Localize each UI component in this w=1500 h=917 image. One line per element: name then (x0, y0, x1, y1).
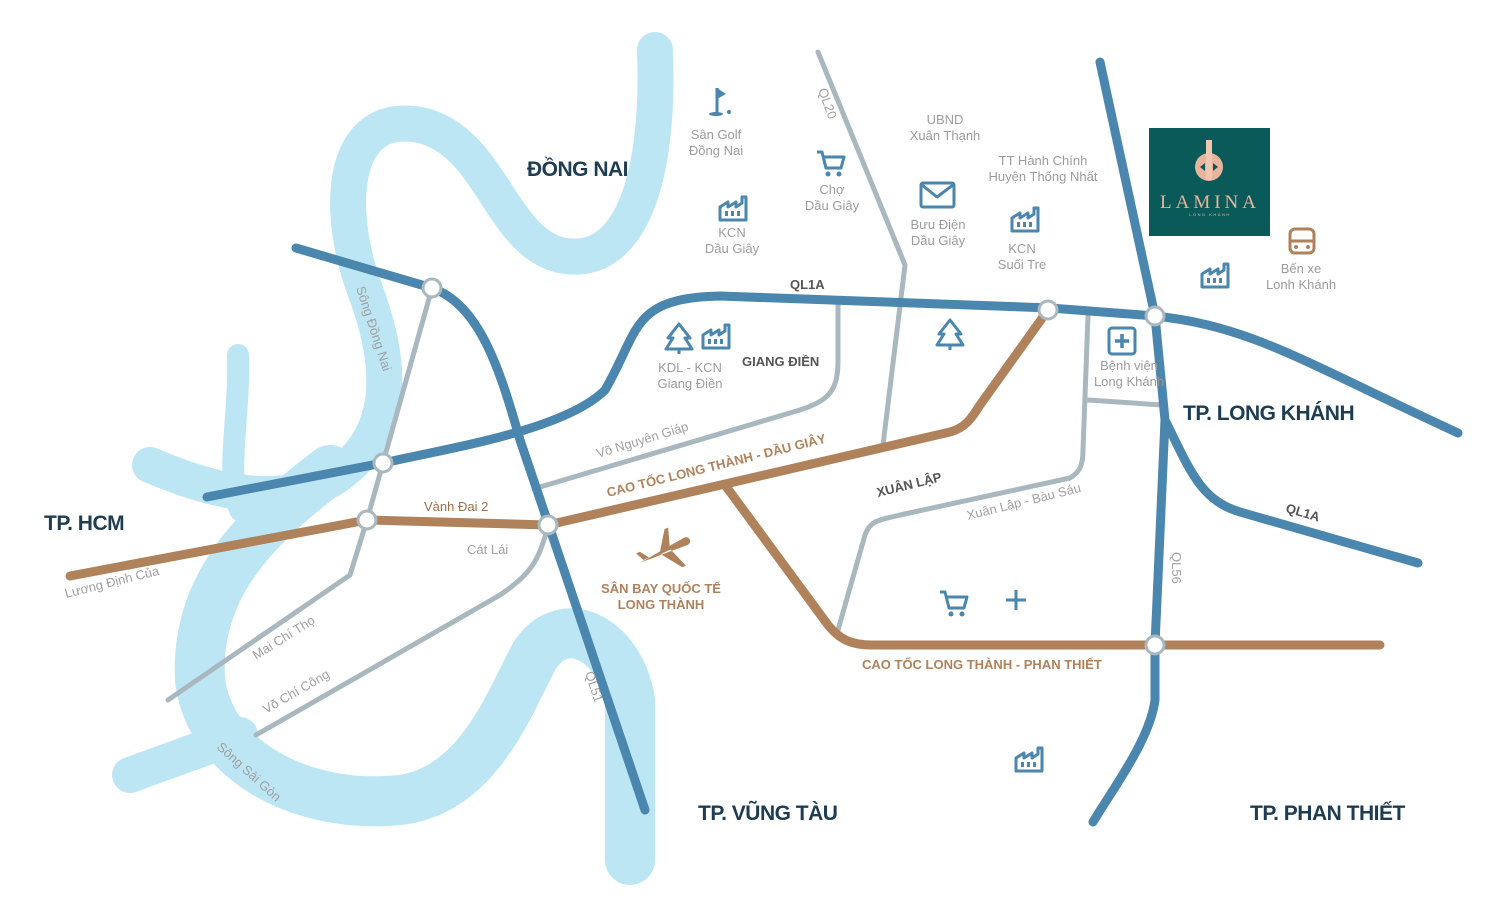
lamina-logo: LAMINA LONG KHÁNH (1149, 128, 1270, 236)
highway-ql1a-east (1160, 415, 1423, 568)
road-mai-chi-tho (165, 285, 435, 703)
factory-icon (1010, 206, 1040, 233)
logo-name: LAMINA (1160, 192, 1260, 213)
poi-san-bay: SÂN BAY QUỐC TẾ (601, 581, 721, 596)
trees-icon (664, 322, 694, 354)
trees-icon (935, 318, 965, 350)
poi-ubnd: UBND (927, 112, 964, 127)
region-giang-dien: GIANG ĐIỀN (742, 354, 819, 369)
bus-icon (1288, 227, 1316, 255)
highway-ql51 (291, 243, 650, 815)
poi-buu-dien: Dầu Giây (911, 233, 966, 248)
interchange (1144, 634, 1166, 656)
poi-kcn-suoi-tre: Suối Tre (998, 257, 1046, 272)
poi-tt-hanh-chinh: TT Hành Chính (999, 153, 1088, 168)
poi-benh-vien: Long Khánh (1094, 374, 1164, 389)
poi-kcn-dau-giay: KCN (718, 225, 745, 240)
interchanges (356, 277, 1166, 656)
label-cat-lai: Cát Lái (467, 542, 508, 557)
logo-subtitle: LONG KHÁNH (1189, 212, 1230, 217)
cart-icon (940, 590, 969, 617)
region-vung-tau: TP. VŨNG TÀU (698, 801, 837, 825)
interchange (537, 514, 559, 536)
label-ql56: QL56 (1169, 552, 1184, 584)
label-ql1a: QL1A (790, 277, 825, 292)
poi-golf: Sân Golf (691, 127, 742, 142)
label-cao-toc-lt-pt: CAO TỐC LONG THÀNH - PHAN THIẾT (862, 657, 1102, 672)
poi-ubnd: Xuân Thạnh (910, 128, 981, 143)
label-xuan-lap: XUÂN LẬP (875, 469, 943, 500)
interchange (372, 452, 394, 474)
poi-kdl-kcn: KDL - KCN (658, 360, 722, 375)
interchange (356, 509, 378, 531)
label-vo-chi-cong: Võ Chí Công (260, 666, 332, 716)
medical-plus-icon (1006, 590, 1026, 610)
mail-icon (919, 181, 956, 209)
factory-icon (701, 323, 731, 350)
factory-icon (1200, 262, 1230, 289)
local-roads (165, 49, 1165, 738)
road-vo-nguyen-giap (537, 300, 841, 490)
rivers (112, 32, 674, 885)
highway-ql1a (202, 291, 1463, 502)
golf-icon (709, 88, 731, 116)
hospital-icon (1107, 326, 1137, 356)
poi-golf: Đồng Nai (689, 143, 743, 158)
expressway-long-thanh-phan-thiet (720, 480, 1385, 650)
poi-tt-hanh-chinh: Huyện Thống Nhất (989, 169, 1098, 184)
airplane-icon (636, 527, 691, 568)
poi-cho: Dầu Giây (805, 198, 860, 213)
region-long-khanh: TP. LONG KHÁNH (1183, 402, 1354, 425)
road-connector (1085, 397, 1165, 408)
road-ql20 (815, 49, 908, 448)
river-sai-gon (174, 445, 655, 885)
region-dong-nai: ĐỒNG NAI (527, 157, 628, 181)
interchange (421, 277, 443, 299)
highways (202, 57, 1463, 827)
factory-icon (1014, 746, 1044, 773)
expressways (65, 305, 1385, 650)
poi-cho: Chợ (819, 182, 845, 197)
poi-ben-xe: Bến xe (1281, 261, 1321, 276)
interchange (1144, 305, 1166, 327)
label-ql1a-east: QL1A (1284, 500, 1322, 524)
poi-kcn-suoi-tre: KCN (1008, 241, 1035, 256)
region-tp-hcm: TP. HCM (44, 512, 124, 535)
river-branch-sw (112, 717, 258, 793)
poi-buu-dien: Bưu Điện (911, 217, 966, 232)
poi-ben-xe: Lonh Khánh (1266, 277, 1336, 292)
cart-icon (817, 150, 846, 177)
road-xuan-lap (835, 313, 1091, 633)
poi-kdl-kcn: Giang Điền (657, 376, 722, 391)
poi-kcn-dau-giay: Dầu Giây (705, 241, 760, 256)
poi-benh-vien: Bệnh viện (1100, 358, 1158, 373)
road-vo-chi-cong (253, 522, 551, 738)
label-vanh-dai-2: Vành Đai 2 (424, 499, 488, 514)
interchange (1037, 299, 1059, 321)
region-phan-thiet: TP. PHAN THIẾT (1250, 802, 1405, 825)
factory-icon (718, 195, 748, 222)
expressway-long-thanh-dau-giay (65, 305, 1053, 581)
poi-san-bay: LONG THÀNH (618, 597, 705, 612)
